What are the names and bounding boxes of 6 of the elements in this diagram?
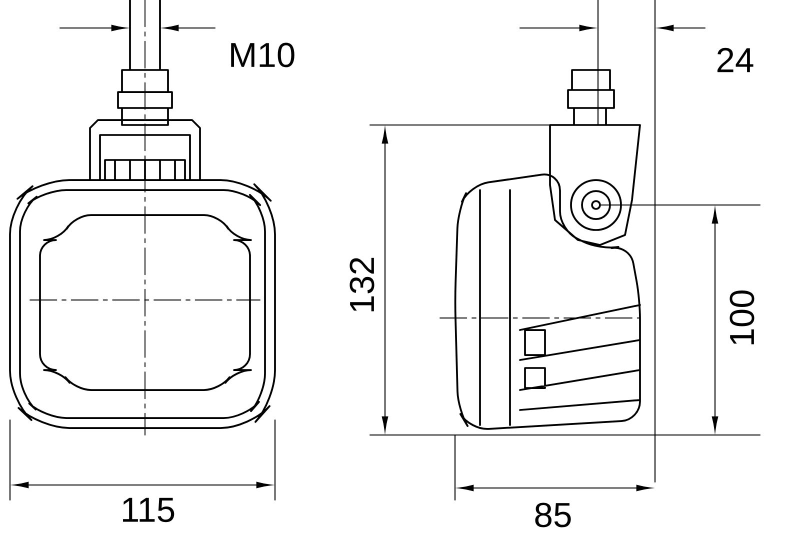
- dimension-label: 132: [348, 254, 376, 316]
- dimension-label: 85: [532, 501, 574, 529]
- dimension-label: 24: [714, 46, 756, 74]
- dimension-label: 100: [728, 288, 756, 348]
- dimension-label: M10: [226, 41, 298, 69]
- dimension-label: 115: [119, 496, 177, 524]
